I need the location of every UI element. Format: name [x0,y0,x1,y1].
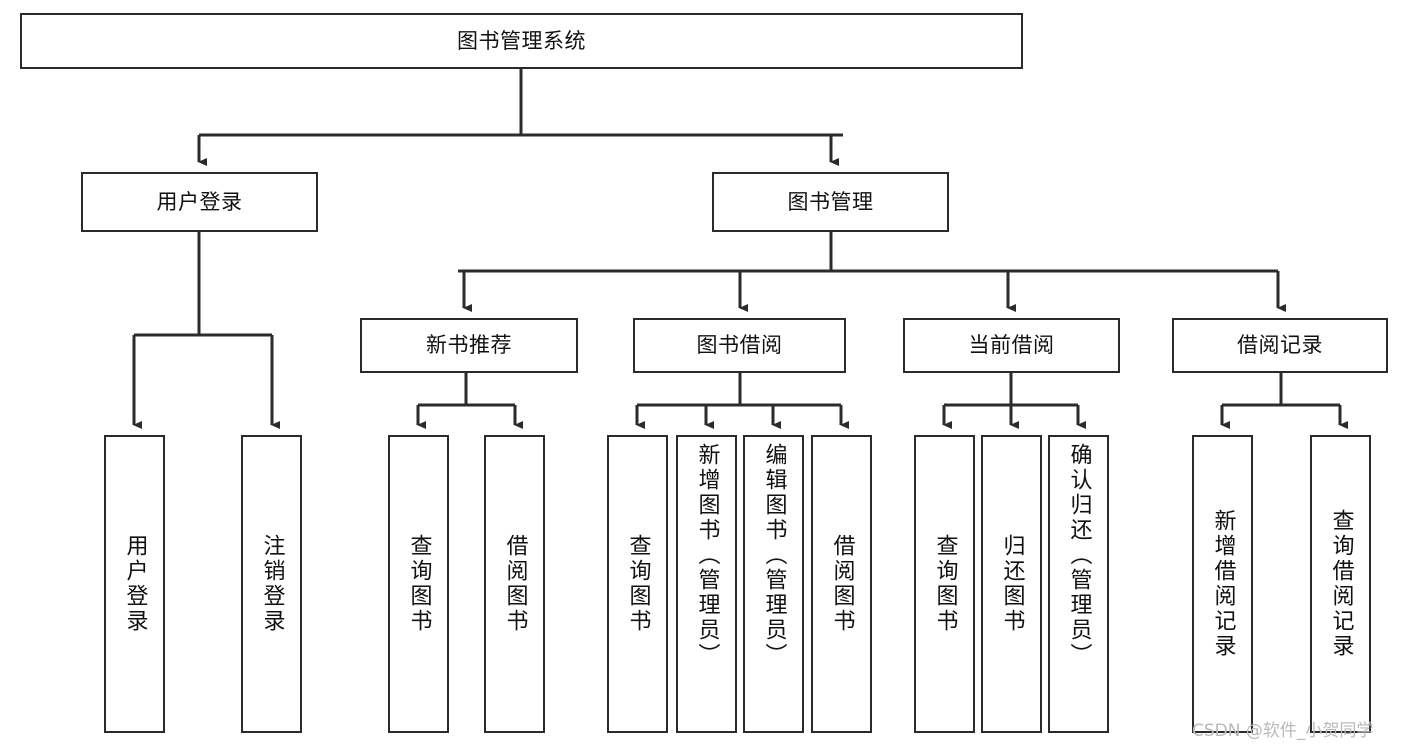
node-book-borrow-label: 图书借阅 [696,333,783,357]
leaf-label: 编辑图书（管理员） [761,443,787,668]
leaf-return-book[interactable]: 归还图书 [981,435,1042,733]
leaf-label: 借阅图书 [502,534,528,634]
node-user-login[interactable]: 用户登录 [81,172,318,232]
node-current-borrow-label: 当前借阅 [968,333,1055,357]
node-new-book-recommend-label: 新书推荐 [426,333,512,357]
node-borrow-record-label: 借阅记录 [1237,333,1323,357]
leaf-query-book-newbook[interactable]: 查询图书 [388,435,449,733]
leaf-query-book-borrow[interactable]: 查询图书 [607,435,668,733]
node-user-login-label: 用户登录 [156,189,243,214]
node-book-borrow[interactable]: 图书借阅 [633,318,846,373]
leaf-label: 查询图书 [406,534,432,634]
leaf-label: 查询图书 [625,534,651,634]
leaf-label: 归还图书 [999,534,1025,634]
node-root[interactable]: 图书管理系统 [20,13,1023,69]
leaf-borrow-book[interactable]: 借阅图书 [811,435,872,733]
leaf-logout-login[interactable]: 注销登录 [241,435,302,733]
leaf-label: 新增借阅记录 [1210,509,1236,659]
leaf-label: 确认归还（管理员） [1066,443,1092,668]
node-book-management[interactable]: 图书管理 [712,172,949,232]
leaf-label: 注销登录 [259,534,285,634]
csdn-watermark: CSDN @软件_小贺同学 [1192,721,1374,741]
node-book-management-label: 图书管理 [787,189,874,214]
leaf-user-login[interactable]: 用户登录 [104,435,165,733]
node-root-label: 图书管理系统 [457,28,586,53]
node-current-borrow[interactable]: 当前借阅 [903,318,1120,373]
leaf-label: 借阅图书 [829,534,855,634]
leaf-borrow-book-newbook[interactable]: 借阅图书 [484,435,545,733]
leaf-add-borrow-record[interactable]: 新增借阅记录 [1192,435,1253,733]
node-new-book-recommend[interactable]: 新书推荐 [360,318,578,373]
leaf-label: 查询借阅记录 [1328,509,1354,659]
leaf-label: 用户登录 [122,534,148,634]
node-borrow-record[interactable]: 借阅记录 [1172,318,1388,373]
leaf-label: 新增图书（管理员） [694,443,720,668]
leaf-query-book-current[interactable]: 查询图书 [914,435,975,733]
leaf-confirm-return-admin[interactable]: 确认归还（管理员） [1048,435,1109,733]
leaf-label: 查询图书 [932,534,958,634]
leaf-add-book-admin[interactable]: 新增图书（管理员） [676,435,737,733]
leaf-query-borrow-record[interactable]: 查询借阅记录 [1310,435,1371,733]
leaf-edit-book-admin[interactable]: 编辑图书（管理员） [743,435,804,733]
